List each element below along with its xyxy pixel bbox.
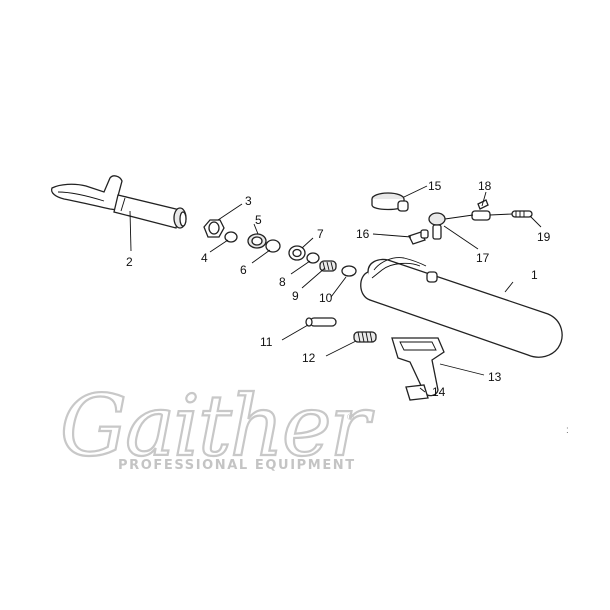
callout-8: 8 (279, 275, 286, 289)
callout-6: 6 (240, 263, 247, 277)
part-13-trigger-handle (391, 337, 445, 397)
callout-11: 11 (260, 335, 273, 349)
callout-15: 15 (428, 179, 442, 193)
part-14-trigger-lever (405, 384, 429, 401)
logo-wordmark: Gaither (60, 377, 375, 475)
callout-12: 12 (302, 351, 316, 365)
part-11-valve-pin (305, 317, 337, 327)
logo-tagline: PROFESSIONAL EQUIPMENT (118, 458, 356, 473)
part-5-bushing (247, 233, 267, 249)
part-10-o-ring (341, 265, 357, 277)
part-1-air-tank (360, 257, 563, 358)
callout-3: 3 (245, 194, 252, 208)
part-16-coupler (408, 229, 429, 245)
part-19-valve-stem (511, 210, 533, 218)
part-6-washer (265, 239, 281, 253)
callout-7: 7 (317, 227, 324, 241)
callout-5: 5 (255, 213, 262, 227)
part-18-ball-valve (471, 199, 491, 221)
logo-registered-mark: ® (346, 413, 355, 423)
callout-1: 1 (531, 268, 538, 282)
callout-2: 2 (126, 255, 133, 269)
callout-14: 14 (432, 385, 446, 399)
leader-lines (129, 185, 542, 393)
part-12-spring (353, 331, 377, 343)
callout-17: 17 (476, 251, 490, 265)
callout-9: 9 (292, 289, 299, 303)
gaither-logo-watermark: Gaither ® PROFESSIONAL EQUIPMENT (59, 376, 378, 476)
part-15-gauge-ring (371, 192, 409, 212)
callout-labels: 1 2 3 4 5 6 7 8 9 10 11 12 13 14 15 16 1… (126, 179, 551, 399)
part-17-tee-valve (428, 212, 446, 240)
part-2-front-tube (50, 175, 187, 229)
part-4-o-ring (224, 231, 238, 243)
stray-mark: : (566, 425, 569, 436)
callout-19: 19 (537, 230, 551, 244)
part-9-spring (319, 260, 337, 272)
callout-13: 13 (488, 370, 502, 384)
part-7-seal (288, 245, 306, 261)
callout-16: 16 (356, 227, 370, 241)
callout-4: 4 (201, 251, 208, 265)
callout-10: 10 (319, 291, 333, 305)
part-3-hex-nut (203, 219, 225, 238)
callout-18: 18 (478, 179, 492, 193)
part-8-o-ring (306, 252, 320, 264)
